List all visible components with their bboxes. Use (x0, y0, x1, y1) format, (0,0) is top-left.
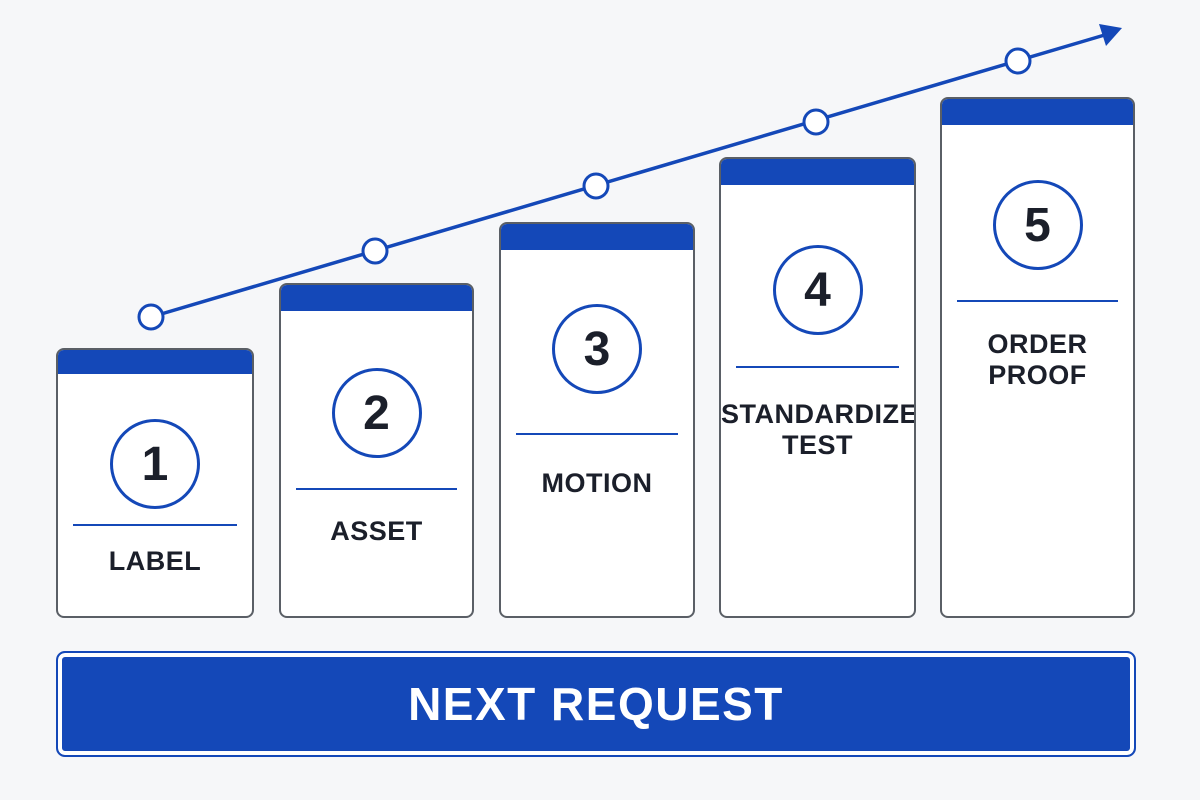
milestone-marker-icon (582, 172, 610, 200)
milestone-marker-icon (802, 108, 830, 136)
next-request-label: NEXT REQUEST (408, 678, 784, 730)
card-divider (736, 366, 899, 368)
step-number-badge: 4 (772, 245, 863, 335)
step-label: STANDARDIZED TEST (721, 399, 914, 461)
step-label: MOTION (541, 468, 653, 498)
step-number-badge: 2 (331, 368, 422, 458)
trend-arrow-line (149, 32, 1110, 319)
step-card-5: 5 ORDER PROOF (940, 97, 1135, 618)
trend-arrow-icon (1099, 24, 1122, 46)
step-card-4: 4 STANDARDIZED TEST (719, 157, 916, 618)
step-number-badge: 3 (552, 304, 642, 394)
card-divider (957, 300, 1118, 302)
card-header-bar (58, 350, 252, 374)
step-card-2: 2 ASSET (279, 283, 474, 618)
card-divider (73, 524, 237, 526)
card-header-bar (501, 224, 693, 250)
step-number-badge: 1 (110, 419, 200, 509)
step-label: ASSET (330, 516, 423, 546)
milestone-marker-icon (361, 237, 389, 265)
card-header-bar (942, 99, 1133, 125)
card-header-bar (721, 159, 914, 185)
step-card-3: 3 MOTION (499, 222, 695, 618)
card-header-bar (281, 285, 472, 311)
next-request-button[interactable]: NEXT REQUEST (56, 651, 1136, 757)
step-number-badge: 5 (992, 180, 1083, 270)
card-divider (516, 433, 678, 435)
step-label: LABEL (108, 546, 202, 576)
step-label: ORDER PROOF (987, 329, 1088, 391)
step-card-1: 1 LABEL (56, 348, 254, 618)
milestone-marker-icon (137, 303, 165, 331)
milestone-marker-icon (1004, 47, 1032, 75)
card-divider (296, 488, 457, 490)
